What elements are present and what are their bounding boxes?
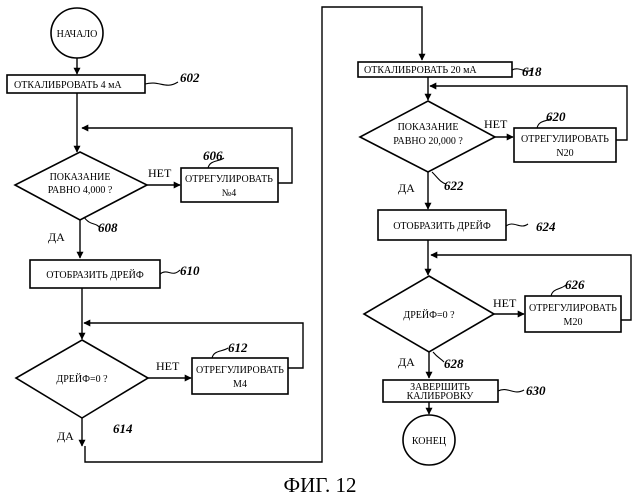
ref-622: 622 <box>444 178 464 193</box>
drift-zero-label-1: ДРЕЙФ=0 ? <box>56 373 108 385</box>
ref-624: 624 <box>536 219 556 234</box>
ref-leader <box>506 224 528 226</box>
check-4000-line2: РАВНО 4,000 ? <box>48 185 113 196</box>
no-label: НЕТ <box>156 359 180 373</box>
ref-leader <box>145 82 178 85</box>
no-label: НЕТ <box>484 117 508 131</box>
ref-620: 620 <box>546 109 566 124</box>
check-20000-decision: ПОКАЗАНИЕ РАВНО 20,000 ? <box>360 101 495 172</box>
display-drift-label-1: ОТОБРАЗИТЬ ДРЕЙФ <box>46 269 144 281</box>
ref-leader <box>212 348 228 358</box>
adjust-n20-line1: ОТРЕГУЛИРОВАТЬ <box>521 134 609 145</box>
display-drift-box-1: ОТОБРАЗИТЬ ДРЕЙФ <box>30 260 160 288</box>
end-label: КОНЕЦ <box>412 436 446 447</box>
adjust-m4-line1: ОТРЕГУЛИРОВАТЬ <box>196 365 284 376</box>
adjust-m4-line2: М4 <box>233 379 247 390</box>
ref-614: 614 <box>113 421 133 436</box>
yes-label: ДА <box>57 429 74 443</box>
calibrate-4ma-box: ОТКАЛИБРОВАТЬ 4 мА <box>7 75 145 93</box>
ref-606: 606 <box>203 148 223 163</box>
yes-label: ДА <box>48 230 65 244</box>
start-label: НАЧАЛО <box>57 29 98 40</box>
calibrate-20ma-label: ОТКАЛИБРОВАТЬ 20 мА <box>364 65 477 76</box>
ref-610: 610 <box>180 263 200 278</box>
ref-630: 630 <box>526 383 546 398</box>
drift-zero-decision-2: ДРЕЙФ=0 ? <box>364 276 494 352</box>
end-node: КОНЕЦ <box>403 415 455 465</box>
display-drift-label-2: ОТОБРАЗИТЬ ДРЕЙФ <box>393 220 491 232</box>
adjust-n4-box: ОТРЕГУЛИРОВАТЬ №4 <box>181 168 278 202</box>
no-label: НЕТ <box>493 296 517 310</box>
adjust-m20-line1: ОТРЕГУЛИРОВАТЬ <box>529 303 617 314</box>
ref-612: 612 <box>228 340 248 355</box>
ref-626: 626 <box>565 277 585 292</box>
ref-618: 618 <box>522 64 542 79</box>
ref-leader <box>551 285 566 296</box>
yes-label: ДА <box>398 355 415 369</box>
adjust-m4-box: ОТРЕГУЛИРОВАТЬ М4 <box>192 358 288 394</box>
ref-608: 608 <box>98 220 118 235</box>
drift-zero-label-2: ДРЕЙФ=0 ? <box>403 309 455 321</box>
drift-zero-decision-1: ДРЕЙФ=0 ? <box>16 340 148 418</box>
ref-leader <box>160 270 180 274</box>
adjust-n20-box: ОТРЕГУЛИРОВАТЬ N20 <box>514 128 616 162</box>
yes-label: ДА <box>398 181 415 195</box>
no-label: НЕТ <box>148 166 172 180</box>
start-node: НАЧАЛО <box>51 8 103 58</box>
adjust-m20-box: ОТРЕГУЛИРОВАТЬ М20 <box>525 296 621 332</box>
adjust-n4-line2: №4 <box>222 188 237 199</box>
ref-leader <box>498 390 524 392</box>
adjust-n4-line1: ОТРЕГУЛИРОВАТЬ <box>185 174 273 185</box>
adjust-n20-line2: N20 <box>556 148 573 159</box>
check-20000-line2: РАВНО 20,000 ? <box>393 136 463 147</box>
figure-caption: ФИГ. 12 <box>283 473 356 497</box>
check-20000-line1: ПОКАЗАНИЕ <box>398 122 459 133</box>
calibrate-20ma-box: ОТКАЛИБРОВАТЬ 20 мА <box>358 62 512 77</box>
check-4000-line1: ПОКАЗАНИЕ <box>50 172 111 183</box>
adjust-m20-line2: М20 <box>564 317 583 328</box>
display-drift-box-2: ОТОБРАЗИТЬ ДРЕЙФ <box>378 210 506 240</box>
calibrate-4ma-label: ОТКАЛИБРОВАТЬ 4 мА <box>14 80 122 91</box>
check-4000-decision: ПОКАЗАНИЕ РАВНО 4,000 ? <box>15 152 147 220</box>
ref-602: 602 <box>180 70 200 85</box>
ref-628: 628 <box>444 356 464 371</box>
ref-leader <box>433 352 444 362</box>
finish-calibration-line2: КАЛИБРОВКУ <box>407 391 475 402</box>
finish-calibration-box: ЗАВЕРШИТЬ КАЛИБРОВКУ <box>383 380 498 402</box>
